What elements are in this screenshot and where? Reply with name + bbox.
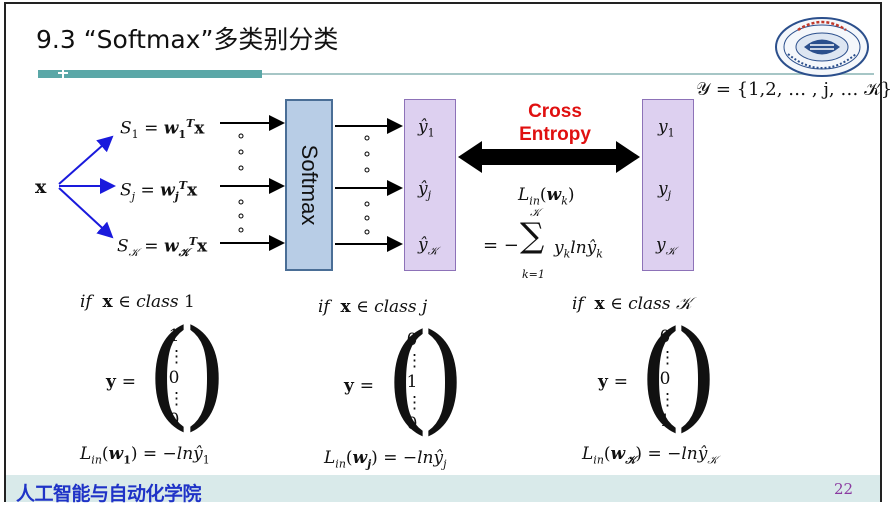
university-logo bbox=[775, 17, 869, 77]
casek-paren-right: ) bbox=[673, 305, 720, 443]
case1-paren-right: ) bbox=[182, 304, 229, 442]
slide-title: 9.3 “Softmax”多类别分类 bbox=[36, 25, 339, 54]
score-eq-j: Sj = wjTx bbox=[120, 179, 198, 204]
case1-loss: Lin(w1) = −lnŷ1 bbox=[80, 444, 210, 467]
title-underline-bar bbox=[38, 70, 262, 78]
case1-condition: if x ∈ class 1 bbox=[80, 292, 195, 312]
input-x: x bbox=[35, 176, 47, 198]
casek-loss: Lin(w𝒦) = −lnŷ𝒦 bbox=[582, 444, 718, 467]
yhat-k: ŷ𝒦 bbox=[418, 235, 438, 258]
yhat-j: ŷj bbox=[418, 179, 432, 202]
title-bar-cross-icon bbox=[58, 68, 68, 78]
casek-y: y = bbox=[598, 372, 629, 392]
y-1: y1 bbox=[658, 117, 675, 140]
true-label-box bbox=[642, 99, 694, 271]
cross-entropy-label: Cross Entropy bbox=[519, 101, 591, 145]
y-k: y𝒦 bbox=[656, 235, 676, 258]
softmax-box bbox=[285, 99, 333, 271]
fanout-arrow-k bbox=[58, 187, 114, 239]
casej-condition: if x ∈ class j bbox=[318, 297, 428, 317]
footer-institute: 人工智能与自动化学院 bbox=[16, 483, 202, 505]
score-eq-k: S𝒦 = w𝒦Tx bbox=[117, 235, 208, 260]
score-eq-1: S1 = w1Tx bbox=[120, 117, 205, 142]
loss-equals: = − bbox=[483, 235, 519, 256]
casej-loss: Lin(wj) = −lnŷj bbox=[324, 448, 447, 471]
sum-symbol: ∑ bbox=[520, 216, 545, 256]
case1-y: y = bbox=[106, 372, 137, 392]
casej-paren-right: ) bbox=[420, 308, 467, 446]
footer-bar: 人工智能与自动化学院 22 bbox=[6, 475, 880, 505]
casek-condition: if x ∈ class 𝒦 bbox=[572, 294, 692, 314]
casek-vector: 0⋮0⋮1 bbox=[659, 327, 676, 431]
softmax-label: Softmax bbox=[297, 144, 322, 226]
casej-y: y = bbox=[344, 376, 375, 396]
label-set-definition: 𝒴 = {1,2, … , j, … 𝒦} bbox=[696, 79, 892, 100]
casej-paren-left: ( bbox=[385, 308, 432, 446]
y-j: yj bbox=[658, 179, 672, 202]
case1-vector: 1⋮0⋮0 bbox=[168, 326, 185, 430]
title-underline-thin bbox=[262, 73, 874, 75]
fanout-arrow-1 bbox=[58, 135, 114, 185]
sum-lower: k=1 bbox=[522, 268, 545, 281]
prediction-box bbox=[404, 99, 456, 271]
cross-entropy-double-arrow bbox=[458, 141, 640, 173]
slide: 9.3 “Softmax”多类别分类 𝒴 = {1,2, … , j, … 𝒦} bbox=[4, 2, 892, 505]
loss-term: yklnŷk bbox=[554, 238, 603, 261]
page-number: 22 bbox=[834, 480, 854, 498]
case1-paren-left: ( bbox=[146, 304, 193, 442]
sum-upper: 𝒦 bbox=[530, 206, 541, 219]
diagram-arrows bbox=[58, 115, 640, 252]
casek-paren-left: ( bbox=[638, 305, 685, 443]
casej-vector: 0⋮1⋮0 bbox=[406, 330, 423, 434]
yhat-1: ŷ1 bbox=[418, 117, 435, 140]
loss-lhs: Lin(wk) bbox=[518, 185, 575, 208]
